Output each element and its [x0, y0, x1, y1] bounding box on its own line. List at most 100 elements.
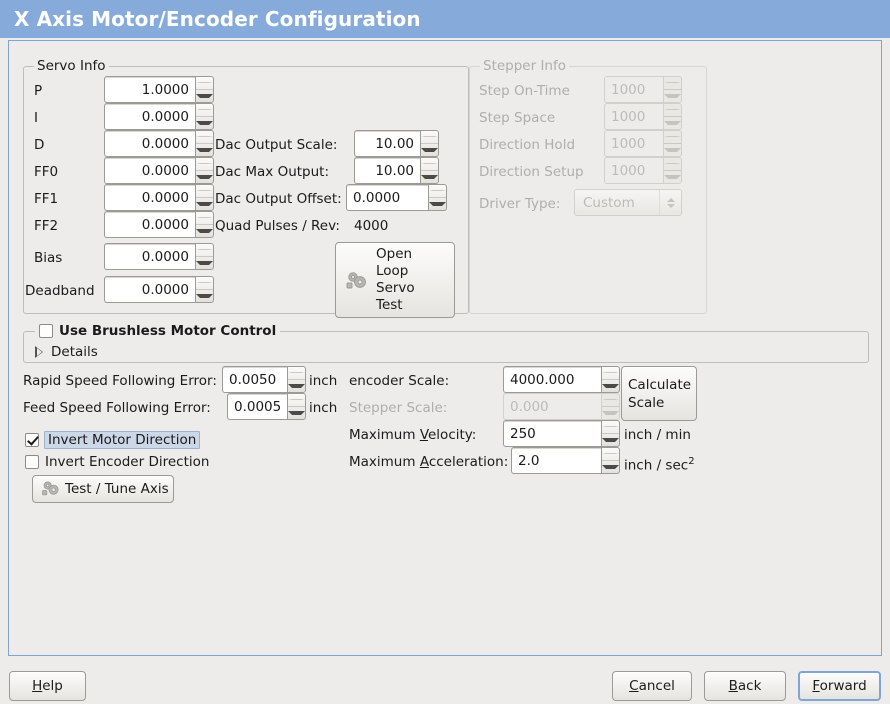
servo-spin-ff1-buttons[interactable] — [195, 184, 214, 211]
checkbox-box-icon[interactable] — [25, 455, 39, 469]
servo-spin-bias[interactable]: 0.0000 — [104, 243, 214, 270]
servo-spin-ff2-value[interactable]: 0.0000 — [104, 211, 195, 238]
spin-down-icon[interactable] — [421, 144, 438, 157]
spin-up-icon[interactable] — [421, 158, 438, 171]
maximum-velocity-spin-buttons[interactable] — [601, 420, 620, 447]
servo-spin-deadband-buttons[interactable] — [195, 276, 214, 303]
chevron-right-icon[interactable] — [35, 346, 43, 358]
servo-spin-i-buttons[interactable] — [195, 103, 214, 130]
spin-up-icon[interactable] — [196, 131, 213, 144]
spin-up-icon[interactable] — [288, 367, 305, 380]
details-expander[interactable]: Details — [35, 344, 98, 360]
spin-down-icon[interactable] — [421, 171, 438, 184]
spin-down-icon[interactable] — [196, 257, 213, 270]
servo-spin-p-buttons[interactable] — [195, 76, 214, 103]
spin-down-icon[interactable] — [602, 461, 619, 474]
spin-up-icon[interactable] — [288, 394, 305, 407]
spin-up-icon[interactable] — [429, 185, 446, 198]
encoder-scale-spin-buttons[interactable] — [601, 366, 620, 393]
servo-spin-d[interactable]: 0.0000 — [104, 130, 214, 157]
spin-up-icon[interactable] — [196, 212, 213, 225]
spin-up-icon[interactable] — [196, 77, 213, 90]
servo-spin-ff2-buttons[interactable] — [195, 211, 214, 238]
cancel-button[interactable]: Cancel — [612, 671, 692, 701]
spin-up-icon[interactable] — [602, 367, 619, 380]
dac-output-scale-value[interactable]: 10.00 — [354, 130, 420, 157]
dac-output-offset-value[interactable]: 0.0000 — [346, 184, 428, 211]
dac-max-output-spin[interactable]: 10.00 — [354, 157, 439, 184]
rapid-speed-following-error-value[interactable]: 0.0050 — [222, 366, 287, 393]
spin-down-icon[interactable] — [196, 117, 213, 130]
servo-spin-bias-buttons[interactable] — [195, 243, 214, 270]
checkbox-box-icon[interactable] — [39, 324, 53, 338]
maximum-acceleration-spin-buttons[interactable] — [601, 447, 620, 474]
dac-output-scale-spin[interactable]: 10.00 — [354, 130, 439, 157]
calculate-scale-button[interactable]: Calculate Scale — [621, 366, 697, 421]
spin-down-icon[interactable] — [288, 380, 305, 393]
spin-up-icon[interactable] — [196, 185, 213, 198]
spin-up-icon[interactable] — [421, 131, 438, 144]
servo-spin-deadband[interactable]: 0.0000 — [104, 276, 214, 303]
encoder-scale-spin[interactable]: 4000.000 — [503, 366, 620, 393]
maximum-acceleration-value[interactable]: 2.0 — [511, 447, 601, 474]
servo-spin-ff2[interactable]: 0.0000 — [104, 211, 214, 238]
dac-output-offset-spin[interactable]: 0.0000 — [346, 184, 447, 211]
spin-up-icon[interactable] — [196, 244, 213, 257]
spin-up-icon[interactable] — [196, 158, 213, 171]
spin-down-icon[interactable] — [288, 407, 305, 420]
spin-up-icon[interactable] — [196, 104, 213, 117]
servo-spin-deadband-value[interactable]: 0.0000 — [104, 276, 195, 303]
maximum-acceleration-spin[interactable]: 2.0 — [511, 447, 620, 474]
servo-spin-ff0-value[interactable]: 0.0000 — [104, 157, 195, 184]
help-button[interactable]: Help — [9, 671, 86, 701]
open-loop-servo-test-button[interactable]: Open Loop Servo Test — [335, 242, 455, 318]
spin-down-icon[interactable] — [429, 198, 446, 211]
maximum-velocity-value[interactable]: 250 — [503, 420, 601, 447]
feed-error-spin-buttons[interactable] — [287, 393, 306, 420]
direction-hold-buttons — [663, 130, 682, 157]
direction-setup-label: Direction Setup — [479, 164, 584, 180]
servo-spin-bias-value[interactable]: 0.0000 — [104, 243, 195, 270]
encoder-scale-value[interactable]: 4000.000 — [503, 366, 601, 393]
servo-spin-i[interactable]: 0.0000 — [104, 103, 214, 130]
spin-up-icon[interactable] — [196, 277, 213, 290]
servo-spin-ff0[interactable]: 0.0000 — [104, 157, 214, 184]
feed-speed-following-error-spin[interactable]: 0.0005 — [227, 393, 306, 420]
back-button[interactable]: Back — [704, 671, 786, 701]
spin-down-icon[interactable] — [196, 198, 213, 211]
spin-up-icon[interactable] — [602, 421, 619, 434]
servo-spin-ff1-value[interactable]: 0.0000 — [104, 184, 195, 211]
servo-spin-ff0-buttons[interactable] — [195, 157, 214, 184]
test-tune-axis-button[interactable]: Test / Tune Axis — [32, 475, 174, 503]
maximum-velocity-spin[interactable]: 250 — [503, 420, 620, 447]
dac-max-output-buttons[interactable] — [420, 157, 439, 184]
spin-up-icon[interactable] — [602, 448, 619, 461]
rapid-error-spin-buttons[interactable] — [287, 366, 306, 393]
servo-spin-ff1[interactable]: 0.0000 — [104, 184, 214, 211]
rapid-speed-following-error-spin[interactable]: 0.0050 — [222, 366, 306, 393]
servo-spin-p-value[interactable]: 1.0000 — [104, 76, 195, 103]
step-on-time-spin: 1000 — [604, 76, 682, 103]
spin-down-icon[interactable] — [196, 90, 213, 103]
servo-spin-p[interactable]: 1.0000 — [104, 76, 214, 103]
driver-type-combo: Custom — [574, 189, 682, 216]
spin-down-icon[interactable] — [196, 144, 213, 157]
servo-label-ff2: FF2 — [34, 218, 59, 234]
spin-down-icon[interactable] — [196, 290, 213, 303]
invert-encoder-direction-checkbox[interactable]: Invert Encoder Direction — [25, 454, 209, 470]
dac-output-offset-buttons[interactable] — [428, 184, 447, 211]
use-brushless-motor-control-checkbox[interactable]: Use Brushless Motor Control — [35, 323, 281, 339]
feed-speed-following-error-value[interactable]: 0.0005 — [227, 393, 288, 420]
spin-down-icon[interactable] — [602, 434, 619, 447]
servo-spin-d-value[interactable]: 0.0000 — [104, 130, 195, 157]
spin-down-icon[interactable] — [196, 225, 213, 238]
servo-spin-d-buttons[interactable] — [195, 130, 214, 157]
servo-spin-i-value[interactable]: 0.0000 — [104, 103, 195, 130]
dac-output-scale-buttons[interactable] — [420, 130, 439, 157]
checkbox-box-icon[interactable] — [25, 433, 39, 447]
invert-motor-direction-checkbox[interactable]: Invert Motor Direction — [25, 431, 201, 449]
dac-max-output-value[interactable]: 10.00 — [354, 157, 420, 184]
forward-button[interactable]: Forward — [798, 671, 881, 701]
spin-down-icon[interactable] — [602, 380, 619, 393]
spin-down-icon[interactable] — [196, 171, 213, 184]
